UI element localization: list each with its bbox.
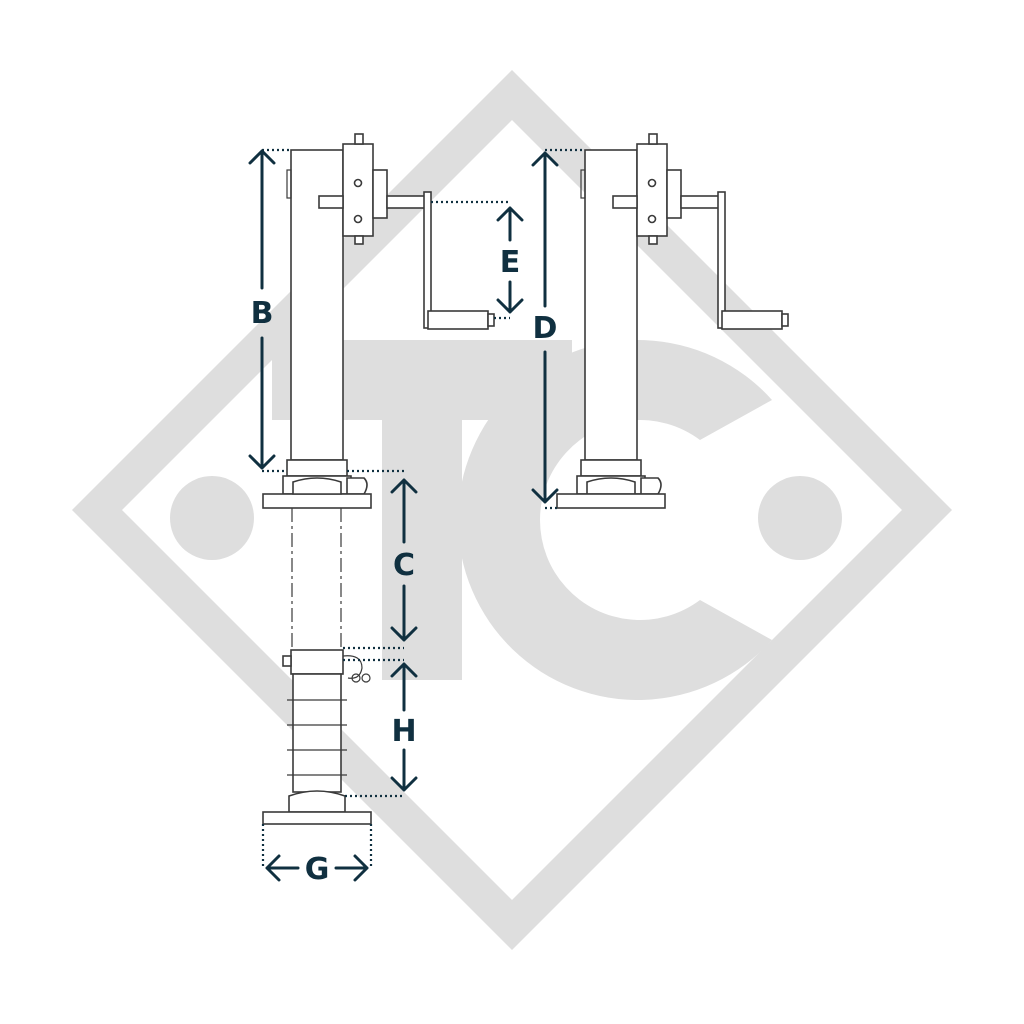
right-jack [556, 133, 789, 509]
clamp-lever [346, 477, 368, 495]
crank-handle [717, 191, 789, 330]
dimension-C: C [343, 469, 418, 650]
dimension-D: D [531, 148, 585, 510]
watermark-logo [72, 70, 952, 950]
dimension-H: H [343, 658, 418, 798]
gearbox [318, 133, 428, 245]
gearbox [612, 133, 722, 245]
dim-label-C: C [393, 548, 415, 583]
foot-plate [556, 493, 666, 509]
dimension-G: G [261, 824, 373, 887]
crank-handle [423, 191, 495, 330]
dimension-E: E [431, 200, 524, 320]
dim-label-H: H [391, 714, 416, 749]
dimension-B: B [248, 148, 291, 473]
dim-label-D: D [533, 311, 558, 346]
foot-plate-lower [262, 811, 372, 825]
dim-label-G: G [305, 852, 330, 887]
inner-tube [292, 673, 342, 793]
clamp-ring [290, 649, 344, 675]
left-jack [262, 133, 495, 825]
dim-label-B: B [251, 296, 274, 331]
foot-plate-upper [262, 493, 372, 509]
dim-label-E: E [500, 245, 521, 280]
